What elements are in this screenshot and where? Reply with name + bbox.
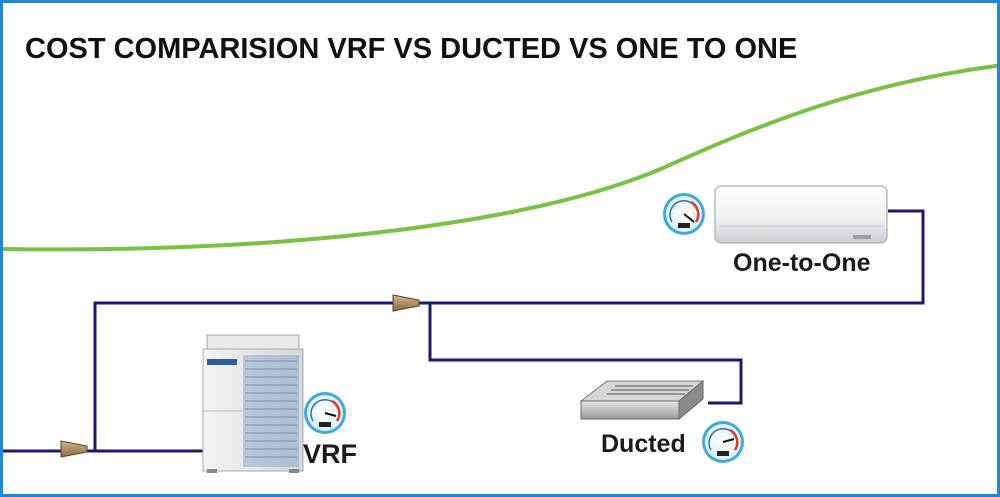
page-title: COST COMPARISION VRF VS DUCTED VS ONE TO…	[25, 33, 798, 65]
gauge-needle	[683, 213, 695, 223]
valve-icon	[392, 294, 420, 312]
gauge-needle	[324, 412, 337, 417]
valve-icon	[60, 440, 88, 458]
diagram-canvas	[3, 63, 997, 473]
gauge-needle	[722, 438, 735, 443]
refrigerant-piping	[3, 209, 925, 453]
vrf-outdoor-unit-icon	[202, 334, 304, 473]
one-to-one-label: One-to-One	[733, 249, 871, 277]
vrf-label: VRF	[303, 439, 357, 469]
ducted-label: Ducted	[601, 430, 686, 458]
ducted-unit-icon	[579, 379, 705, 421]
cost-trend-curve	[3, 63, 997, 252]
wall-split-ac-icon	[714, 185, 888, 244]
